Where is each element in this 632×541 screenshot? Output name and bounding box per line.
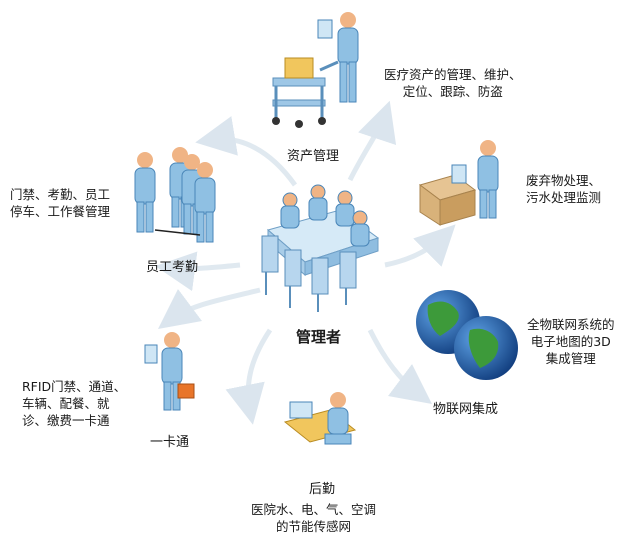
iot-desc-line-3: 集成管理 [545, 351, 596, 366]
card-desc-line-2: 车辆、配餐、就 [22, 396, 110, 411]
logistics-desc-line-1: 医院水、电、气、空调 [251, 502, 377, 517]
arrow-to-asset [195, 116, 298, 187]
card-desc-line-3: 诊、缴费一卡通 [22, 413, 110, 428]
card-desc-line-1: RFID门禁、通道、 [22, 379, 127, 394]
staff-desc-line-1: 门禁、考勤、员工 [10, 187, 111, 202]
waste-description: 废弃物处理、 污水处理监测 [526, 172, 601, 206]
arrow-to-asset-right [347, 100, 397, 182]
card-title: 一卡通 [150, 435, 190, 450]
arrow-to-staff [155, 251, 241, 292]
iot-desc-line-1: 全物联网系统的 [527, 317, 615, 332]
waste-desc-line-2: 污水处理监测 [526, 190, 602, 205]
staff-desc-line-2: 停车、工作餐管理 [10, 204, 111, 219]
staff-description: 门禁、考勤、员工 停车、工作餐管理 [10, 186, 110, 220]
staff-title: 员工考勤 [146, 260, 199, 275]
iot-description: 全物联网系统的 电子地图的3D 集成管理 [527, 316, 615, 367]
logistics-description: 医院水、电、气、空调 的节能传感网 [251, 501, 376, 535]
arrow-to-card [157, 287, 261, 329]
iot-desc-line-2: 电子地图的3D [530, 334, 611, 349]
iot-title: 物联网集成 [433, 402, 499, 417]
asset-desc-line-1: 医疗资产的管理、维护、 [384, 67, 522, 82]
card-description: RFID门禁、通道、 车辆、配餐、就 诊、缴费一卡通 [22, 378, 126, 429]
asset-desc-line-2: 定位、跟踪、防盗 [402, 84, 503, 99]
arrow-to-waste [384, 224, 456, 268]
logistics-title: 后勤 [309, 482, 336, 497]
asset-description: 医疗资产的管理、维护、 定位、跟踪、防盗 [384, 66, 522, 100]
arrow-to-iot [367, 328, 432, 405]
manager-title: 管理者 [296, 328, 342, 346]
arrow-to-logistics [225, 328, 273, 425]
asset-title: 资产管理 [287, 149, 340, 164]
waste-desc-line-1: 废弃物处理、 [526, 173, 602, 188]
logistics-desc-line-2: 的节能传感网 [276, 519, 352, 534]
